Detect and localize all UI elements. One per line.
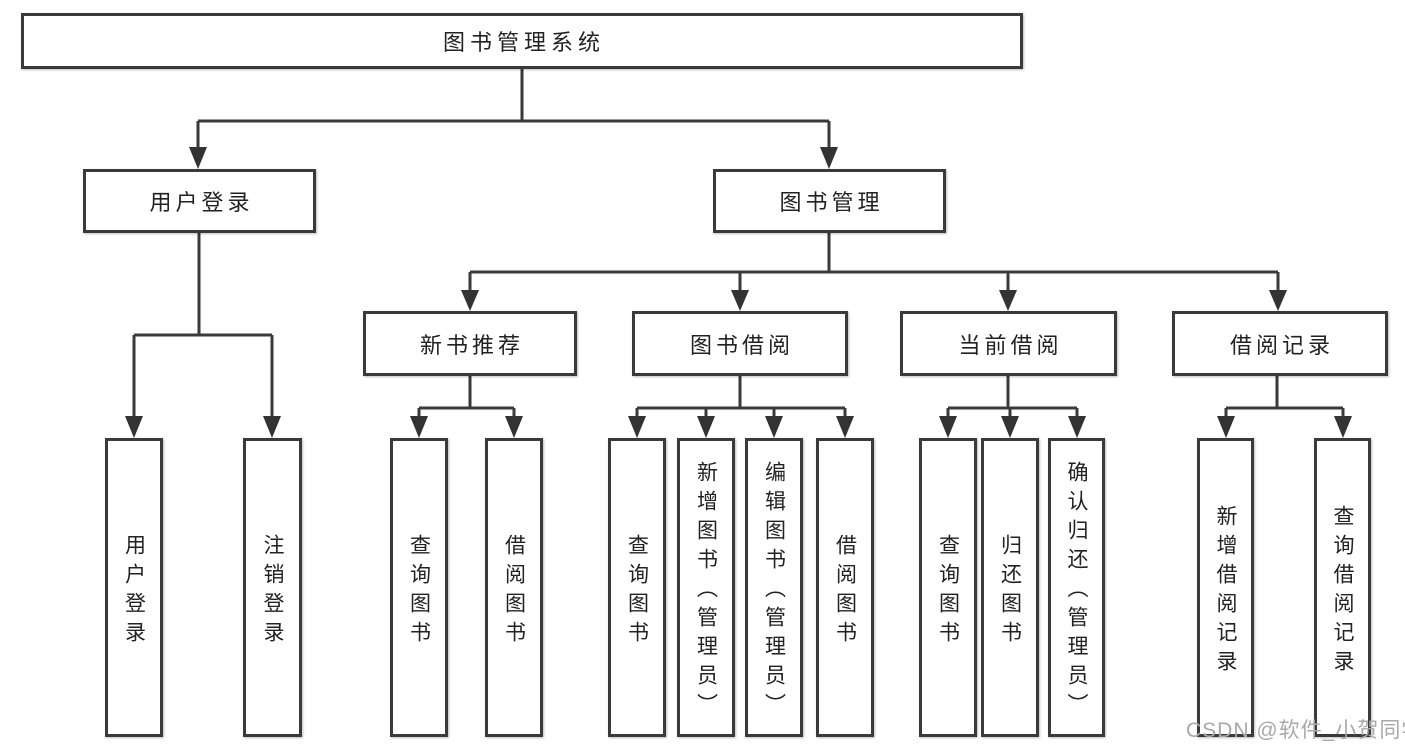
node-leaf-add-books-admin: 新增图书（管理员）: [677, 438, 735, 737]
node-label: 图书管理: [779, 190, 884, 215]
node-leaf-query-books-current: 查询图书: [919, 438, 977, 737]
node-leaf-borrow-books-recommend: 借阅图书: [485, 438, 543, 737]
node-label: 借阅记录: [1229, 332, 1334, 358]
node-leaf-return-books: 归还图书: [981, 438, 1039, 737]
node-book-borrowing: 图书借阅: [632, 311, 848, 376]
node-label: 查询图书: [625, 533, 649, 650]
node-leaf-user-login: 用户登录: [105, 438, 163, 737]
node-label: 用户登录: [149, 190, 254, 215]
node-label: 新增借阅记录: [1214, 504, 1237, 679]
node-leaf-logout: 注销登录: [243, 438, 302, 737]
node-label: 图书管理系统: [442, 30, 605, 55]
node-leaf-edit-books-admin: 编辑图书（管理员）: [745, 438, 803, 737]
node-leaf-borrow-books: 借阅图书: [816, 438, 874, 737]
arrowhead-icon: [125, 147, 1352, 438]
node-user-login-module: 用户登录: [83, 169, 316, 233]
node-label: 借阅图书: [833, 533, 857, 650]
connector-path: [132, 69, 1345, 418]
node-borrow-records: 借阅记录: [1172, 311, 1388, 376]
node-library-management-system: 图书管理系统: [21, 13, 1023, 69]
node-new-book-recommend: 新书推荐: [363, 311, 577, 376]
node-leaf-query-books-recommend: 查询图书: [390, 438, 448, 737]
node-label: 注销登录: [261, 533, 284, 650]
node-label: 查询借阅记录: [1331, 504, 1354, 679]
node-leaf-query-borrow-record: 查询借阅记录: [1314, 438, 1371, 737]
node-label: 用户登录: [122, 533, 146, 650]
node-label: 新书推荐: [419, 332, 524, 358]
watermark: CSDN @软件_小贺同学: [1186, 719, 1405, 742]
node-label: 编辑图书（管理员）: [762, 461, 786, 722]
node-current-borrowing: 当前借阅: [900, 311, 1117, 376]
node-label: 查询图书: [407, 533, 431, 650]
node-leaf-query-books-borrowing: 查询图书: [608, 438, 666, 737]
node-label: 借阅图书: [502, 533, 526, 650]
node-label: 归还图书: [998, 533, 1022, 650]
node-label: 图书借阅: [689, 332, 794, 358]
node-leaf-add-borrow-record: 新增借阅记录: [1197, 438, 1254, 737]
node-label: 当前借阅: [958, 332, 1063, 358]
node-book-management-module: 图书管理: [713, 169, 946, 233]
node-label: 确认归还（管理员）: [1065, 461, 1088, 722]
node-label: 新增图书（管理员）: [694, 461, 718, 722]
node-label: 查询图书: [936, 533, 960, 650]
node-leaf-confirm-return-admin: 确认归还（管理员）: [1048, 438, 1105, 737]
